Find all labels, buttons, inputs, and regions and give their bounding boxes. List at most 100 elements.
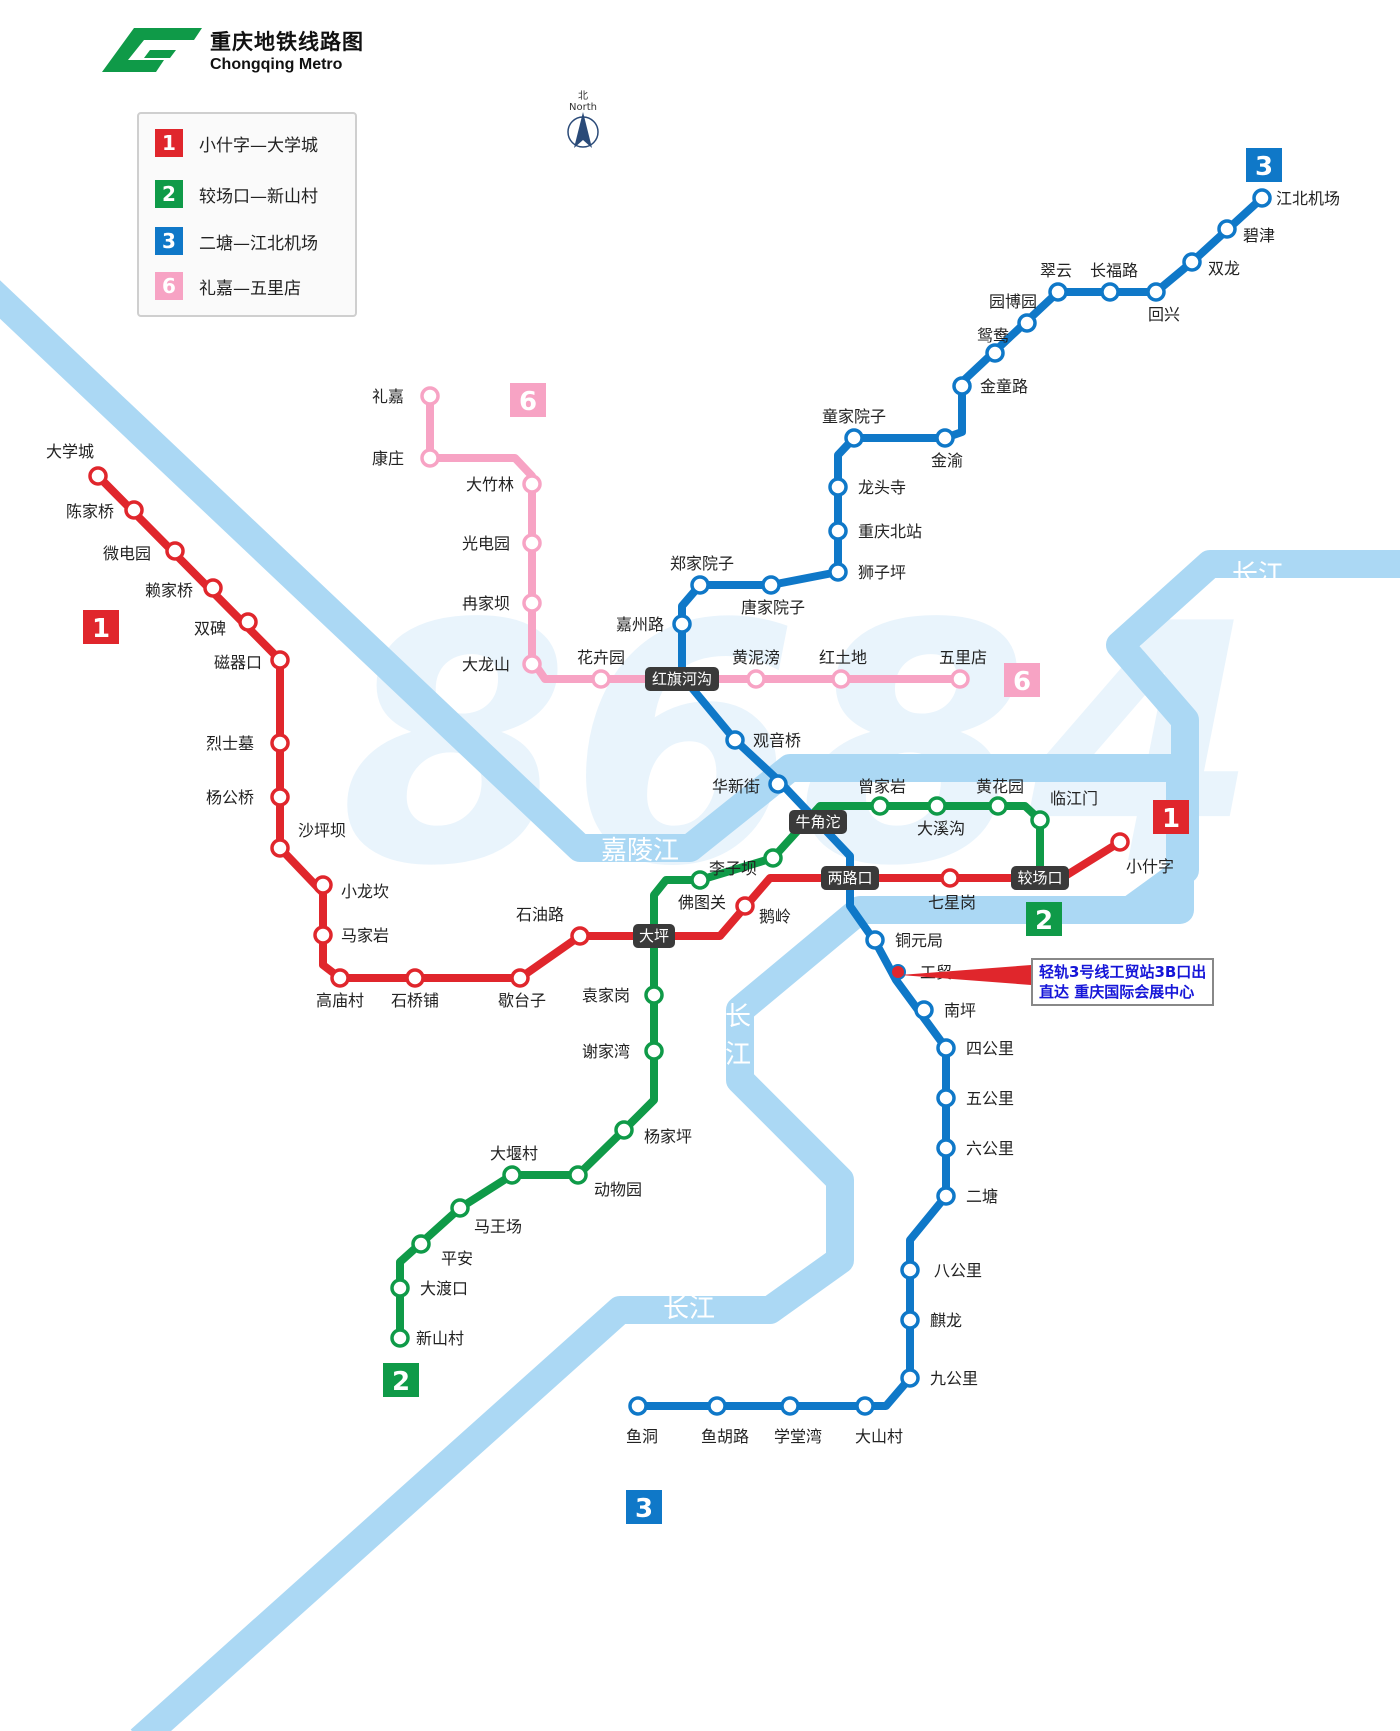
station-line3-7[interactable] [985, 343, 1005, 363]
station-line6-5[interactable] [522, 654, 542, 674]
station-line2-11[interactable] [450, 1198, 470, 1218]
station-line6-3[interactable] [522, 533, 542, 553]
station-label-line2-12: 平安 [441, 1249, 473, 1268]
station-line6-4[interactable] [522, 593, 542, 613]
station-line2-4[interactable] [763, 848, 783, 868]
river-label-changjiang-1: 长江 [1232, 560, 1284, 590]
station-line3-23[interactable] [936, 1088, 956, 1108]
legend-item-line2: 2 较场口—新山村 [155, 179, 318, 209]
station-line2-7[interactable] [644, 1041, 664, 1061]
station-line3-14[interactable] [761, 575, 781, 595]
station-line3-21[interactable] [914, 1000, 934, 1020]
station-line3-25[interactable] [936, 1186, 956, 1206]
station-line3-30[interactable] [780, 1396, 800, 1416]
station-label-line1-9: 小龙坎 [341, 882, 389, 901]
station-line2-5[interactable] [690, 870, 710, 890]
rivers [0, 280, 1400, 1731]
station-line6-6[interactable] [591, 669, 611, 689]
station-line3-32[interactable] [628, 1396, 648, 1416]
station-line3-6[interactable] [1017, 313, 1037, 333]
station-line3-28[interactable] [900, 1368, 920, 1388]
station-line3-20[interactable] [890, 964, 906, 980]
station-line3-11[interactable] [828, 477, 848, 497]
station-line2-1[interactable] [988, 796, 1008, 816]
station-label-line3-25: 二塘 [966, 1187, 998, 1206]
station-line6-1[interactable] [420, 448, 440, 468]
station-line1-11[interactable] [330, 968, 350, 988]
station-line1-8[interactable] [270, 838, 290, 858]
station-line3-2[interactable] [1182, 252, 1202, 272]
compass-cn: 北 [578, 90, 588, 102]
station-line3-1[interactable] [1217, 219, 1237, 239]
station-line1-5[interactable] [270, 650, 290, 670]
station-line1-3[interactable] [203, 578, 223, 598]
station-line1-17[interactable] [1110, 832, 1130, 852]
station-line1-4[interactable] [238, 612, 258, 632]
station-line3-19[interactable] [865, 930, 885, 950]
station-line1-7[interactable] [270, 787, 290, 807]
station-line3-22[interactable] [936, 1038, 956, 1058]
station-line2-3[interactable] [870, 796, 890, 816]
station-label-line2-10: 大堰村 [490, 1144, 538, 1163]
station-line2-9[interactable] [568, 1165, 588, 1185]
station-line2-0[interactable] [1030, 810, 1050, 830]
line-2-track [396, 802, 1044, 1342]
station-line2-13[interactable] [390, 1278, 410, 1298]
transfer-box-2[interactable] [821, 866, 879, 890]
station-line1-16[interactable] [940, 868, 960, 888]
station-line1-6[interactable] [270, 733, 290, 753]
river-changjiang-east [130, 550, 1400, 1731]
station-line3-4[interactable] [1100, 282, 1120, 302]
station-line3-18[interactable] [768, 774, 788, 794]
station-line2-12[interactable] [411, 1234, 431, 1254]
station-line1-15[interactable] [735, 896, 755, 916]
station-line3-29[interactable] [855, 1396, 875, 1416]
station-line6-0[interactable] [420, 386, 440, 406]
station-line1-10[interactable] [313, 925, 333, 945]
station-line6-8[interactable] [831, 669, 851, 689]
station-label-line6-3: 光电园 [462, 534, 510, 553]
transfer-box-0[interactable] [645, 667, 719, 691]
station-line1-9[interactable] [313, 875, 333, 895]
station-line3-3[interactable] [1146, 282, 1166, 302]
legend-text-line2: 较场口—新山村 [199, 186, 318, 207]
station-line1-12[interactable] [405, 968, 425, 988]
station-line3-10[interactable] [844, 428, 864, 448]
station-line3-16[interactable] [672, 614, 692, 634]
station-line1-1[interactable] [124, 500, 144, 520]
station-label-line3-16: 嘉州路 [616, 615, 664, 634]
station-line3-5[interactable] [1048, 282, 1068, 302]
station-line3-27[interactable] [900, 1310, 920, 1330]
station-line1-13[interactable] [510, 968, 530, 988]
station-line3-26[interactable] [900, 1260, 920, 1280]
station-line6-7[interactable] [746, 669, 766, 689]
station-line3-31[interactable] [707, 1396, 727, 1416]
station-line2-2[interactable] [927, 796, 947, 816]
station-line3-0[interactable] [1252, 188, 1272, 208]
transfer-box-4[interactable] [633, 924, 675, 948]
station-line1-14[interactable] [570, 926, 590, 946]
transfer-box-3[interactable] [1011, 866, 1069, 890]
station-line3-17[interactable] [725, 730, 745, 750]
station-line2-14[interactable] [390, 1328, 410, 1348]
station-line3-8[interactable] [952, 376, 972, 396]
station-line3-13[interactable] [828, 562, 848, 582]
line-badge-7 [1004, 663, 1040, 697]
station-label-line3-30: 学堂湾 [774, 1427, 822, 1446]
transfer-box-1[interactable] [789, 810, 847, 834]
station-line3-15[interactable] [690, 575, 710, 595]
station-line2-6[interactable] [644, 985, 664, 1005]
station-line2-10[interactable] [502, 1165, 522, 1185]
station-label-line3-5: 翠云 [1040, 261, 1072, 280]
station-line3-12[interactable] [828, 521, 848, 541]
station-line2-8[interactable] [614, 1120, 634, 1140]
station-line6-2[interactable] [522, 474, 542, 494]
station-label-line2-0: 临江门 [1050, 789, 1098, 808]
station-line3-24[interactable] [936, 1138, 956, 1158]
station-line6-9[interactable] [950, 669, 970, 689]
station-line1-0[interactable] [88, 466, 108, 486]
station-label-line2-9: 动物园 [594, 1180, 642, 1199]
station-line3-9[interactable] [935, 428, 955, 448]
line-badge-num-5: 3 [635, 1494, 653, 1524]
station-line1-2[interactable] [165, 541, 185, 561]
